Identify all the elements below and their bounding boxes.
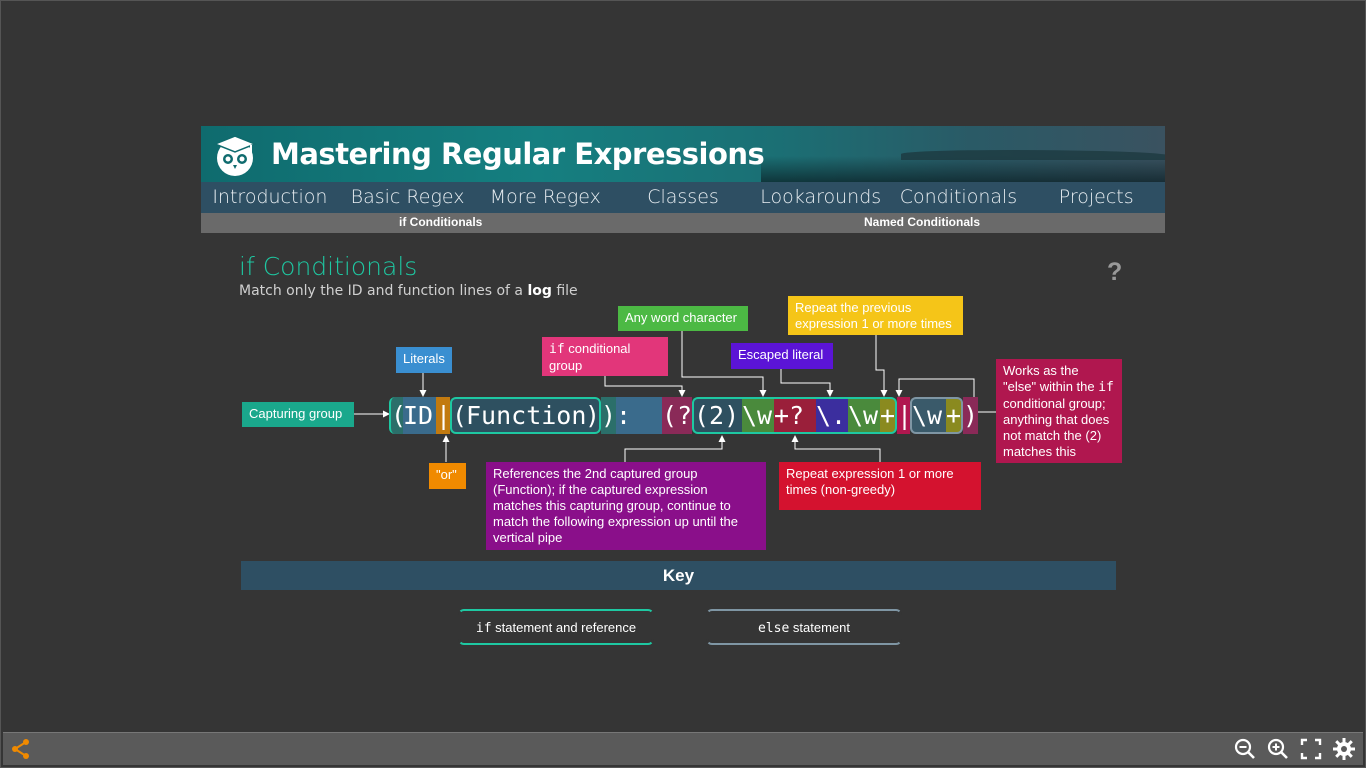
main-nav: Introduction Basic Regex More Regex Clas… (201, 182, 1165, 213)
subnav-item-named-conditionals[interactable]: Named Conditionals (864, 215, 981, 229)
subtitle-suffix: file (551, 283, 578, 299)
regex-literal-colon: : (616, 397, 632, 434)
nav-item-projects[interactable]: Projects (1058, 186, 1134, 208)
page-subtitle: Match only the ID and function lines of … (239, 283, 578, 299)
if-keyword-else: if (1098, 380, 1114, 395)
nav-item-classes[interactable]: Classes (647, 186, 719, 208)
key-else-keyword: else (757, 621, 790, 636)
callout-else-text-suffix: conditional group; anything that does no… (1003, 396, 1110, 459)
regex-conditional-open: (? (662, 397, 692, 434)
regex-else-pipe: | (897, 397, 912, 434)
callout-literals: Literals (396, 347, 452, 373)
regex-word-char-2: \w (848, 397, 880, 434)
key-else-text: statement (789, 620, 850, 635)
callout-if-conditional-group: if conditional group (542, 337, 668, 376)
key-if-text: statement and reference (491, 620, 637, 635)
regex-escaped-dot: \. (816, 397, 848, 434)
regex-plus: + (880, 397, 897, 434)
course-banner: Mastering Regular Expressions (201, 126, 1165, 182)
banner-island-decoration (901, 150, 1165, 160)
key-else-statement: else statement (706, 609, 902, 645)
gear-icon[interactable] (1332, 737, 1356, 761)
regex-nongreedy-plus: +? (774, 397, 816, 434)
banner-shore-decoration (761, 156, 1165, 182)
fullscreen-icon[interactable] (1299, 737, 1323, 761)
regex-close-capture: ) (601, 397, 616, 434)
if-keyword: if (549, 342, 565, 357)
nav-item-basic-regex[interactable]: Basic Regex (350, 186, 465, 208)
player-toolbar (3, 732, 1363, 765)
zoom-out-icon[interactable] (1233, 737, 1257, 761)
callout-any-word-character: Any word character (618, 306, 748, 331)
regex-literal-space (632, 397, 662, 434)
regex-open-group-2: ( (450, 397, 467, 434)
regex-open-capture: ( (389, 397, 406, 434)
banner-title: Mastering Regular Expressions (271, 137, 765, 171)
callout-else-branch: Works as the "else" within the if condit… (996, 359, 1122, 463)
help-button[interactable]: ? (1107, 258, 1123, 286)
key-if-keyword: if (475, 621, 492, 636)
regex-close-group-2: ) (585, 397, 601, 434)
subnav-item-if-conditionals[interactable]: if Conditionals (399, 215, 483, 229)
nav-item-conditionals[interactable]: Conditionals (899, 186, 1018, 208)
key-header: Key (241, 561, 1116, 590)
key-if-statement: if statement and reference (458, 609, 654, 645)
regex-reference-2: (2) (692, 397, 742, 434)
nav-item-introduction[interactable]: Introduction (212, 186, 328, 208)
share-icon[interactable] (9, 737, 33, 761)
regex-else-plus: + (946, 397, 963, 434)
page-title: if Conditionals (239, 252, 418, 281)
callout-or: "or" (429, 463, 466, 489)
subtitle-text: Match only the ID and function lines of … (239, 283, 528, 299)
regex-else-word-char: \w (910, 397, 946, 434)
regex-conditional-close: ) (963, 397, 978, 434)
nav-item-lookarounds[interactable]: Lookarounds (760, 186, 882, 208)
zoom-in-icon[interactable] (1266, 737, 1290, 761)
regex-expression: ( ID | ( Function ) ) : (? (2) \w +? \. … (389, 397, 978, 434)
nav-item-more-regex[interactable]: More Regex (489, 186, 601, 208)
sub-nav: if Conditionals Named Conditionals (201, 213, 1165, 233)
callout-repeat-previous: Repeat the previous expression 1 or more… (788, 296, 963, 335)
callout-else-text: Works as the "else" within the (1003, 363, 1099, 394)
callout-repeat-non-greedy: Repeat expression 1 or more times (non-g… (779, 462, 981, 510)
subtitle-emphasis: log (527, 283, 552, 299)
callout-capturing-group: Capturing group (242, 402, 354, 427)
regex-literal-function: Function (466, 397, 586, 434)
callout-if-text: conditional group (549, 341, 631, 373)
callout-references-group: References the 2nd captured group (Funct… (486, 462, 766, 550)
regex-literal-id: ID (403, 397, 436, 434)
regex-or-pipe: | (436, 397, 451, 434)
regex-word-char: \w (742, 397, 774, 434)
owl-logo-icon (212, 135, 258, 176)
callout-escaped-literal: Escaped literal (731, 343, 833, 369)
